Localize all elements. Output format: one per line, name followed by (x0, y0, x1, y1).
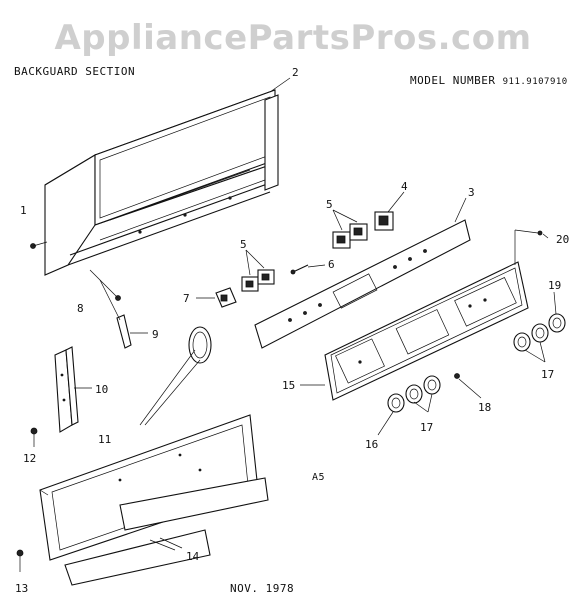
part-19-knob[interactable] (548, 313, 566, 333)
part-17-knobs-upper[interactable] (513, 323, 549, 352)
part-12-screw[interactable] (30, 427, 38, 447)
part-18-screw[interactable] (454, 373, 460, 379)
callout-15: 15 (282, 379, 295, 392)
callout-17-lower: 17 (420, 421, 433, 434)
part-1-screw[interactable] (30, 241, 48, 249)
part-5-switches-top[interactable] (332, 223, 368, 249)
callout-3: 3 (468, 186, 475, 199)
part-4-switch[interactable] (374, 211, 394, 231)
part-10-side-bracket[interactable] (54, 346, 92, 433)
model-number-value: 911.9107910 (502, 77, 568, 87)
part-7-clock-timer[interactable] (144, 287, 237, 426)
part-2-backguard-housing[interactable] (44, 89, 279, 276)
model-label-text: MODEL NUMBER (410, 74, 496, 87)
footer-date: NOV. 1978 (230, 582, 295, 595)
callout-9: 9 (152, 328, 159, 341)
part-9-bracket[interactable] (99, 279, 148, 349)
callout-18: 18 (478, 401, 491, 414)
callout-2: 2 (292, 66, 299, 79)
part-20-screw[interactable] (514, 229, 543, 265)
callout-5-top: 5 (326, 198, 333, 211)
callout-12: 12 (23, 452, 36, 465)
callout-20: 20 (556, 233, 569, 246)
part-3-control-panel[interactable] (254, 219, 471, 349)
watermark: AppliancePartsPros.com (54, 18, 532, 58)
part-14-bottom-plate[interactable] (64, 477, 269, 586)
part-5-switches-left[interactable] (241, 269, 275, 292)
part-6-pin[interactable] (290, 264, 309, 275)
callout-7: 7 (183, 292, 190, 305)
callout-17-upper: 17 (541, 368, 554, 381)
callout-6: 6 (328, 258, 335, 271)
part-15-main-panel[interactable] (324, 261, 529, 401)
leader-lines (159, 77, 557, 549)
callout-19: 19 (548, 279, 561, 292)
part-16-knob[interactable] (387, 393, 405, 413)
callout-8: 8 (77, 302, 84, 315)
callout-14: 14 (186, 550, 200, 563)
callout-16: 16 (365, 438, 378, 451)
part-8-screw[interactable] (89, 269, 121, 301)
section-title: BACKGUARD SECTION (14, 65, 136, 78)
reference-code: A5 (312, 472, 326, 483)
callout-10: 10 (95, 383, 108, 396)
callout-5-left: 5 (240, 238, 247, 251)
part-17-knobs-lower[interactable] (405, 375, 441, 404)
callout-1: 1 (20, 204, 27, 217)
callout-4: 4 (401, 180, 408, 193)
callout-11: 11 (98, 433, 111, 446)
part-13-screw[interactable] (16, 549, 24, 572)
callout-13: 13 (15, 582, 28, 595)
model-number-label: MODEL NUMBER 911.9107910 (410, 74, 568, 87)
